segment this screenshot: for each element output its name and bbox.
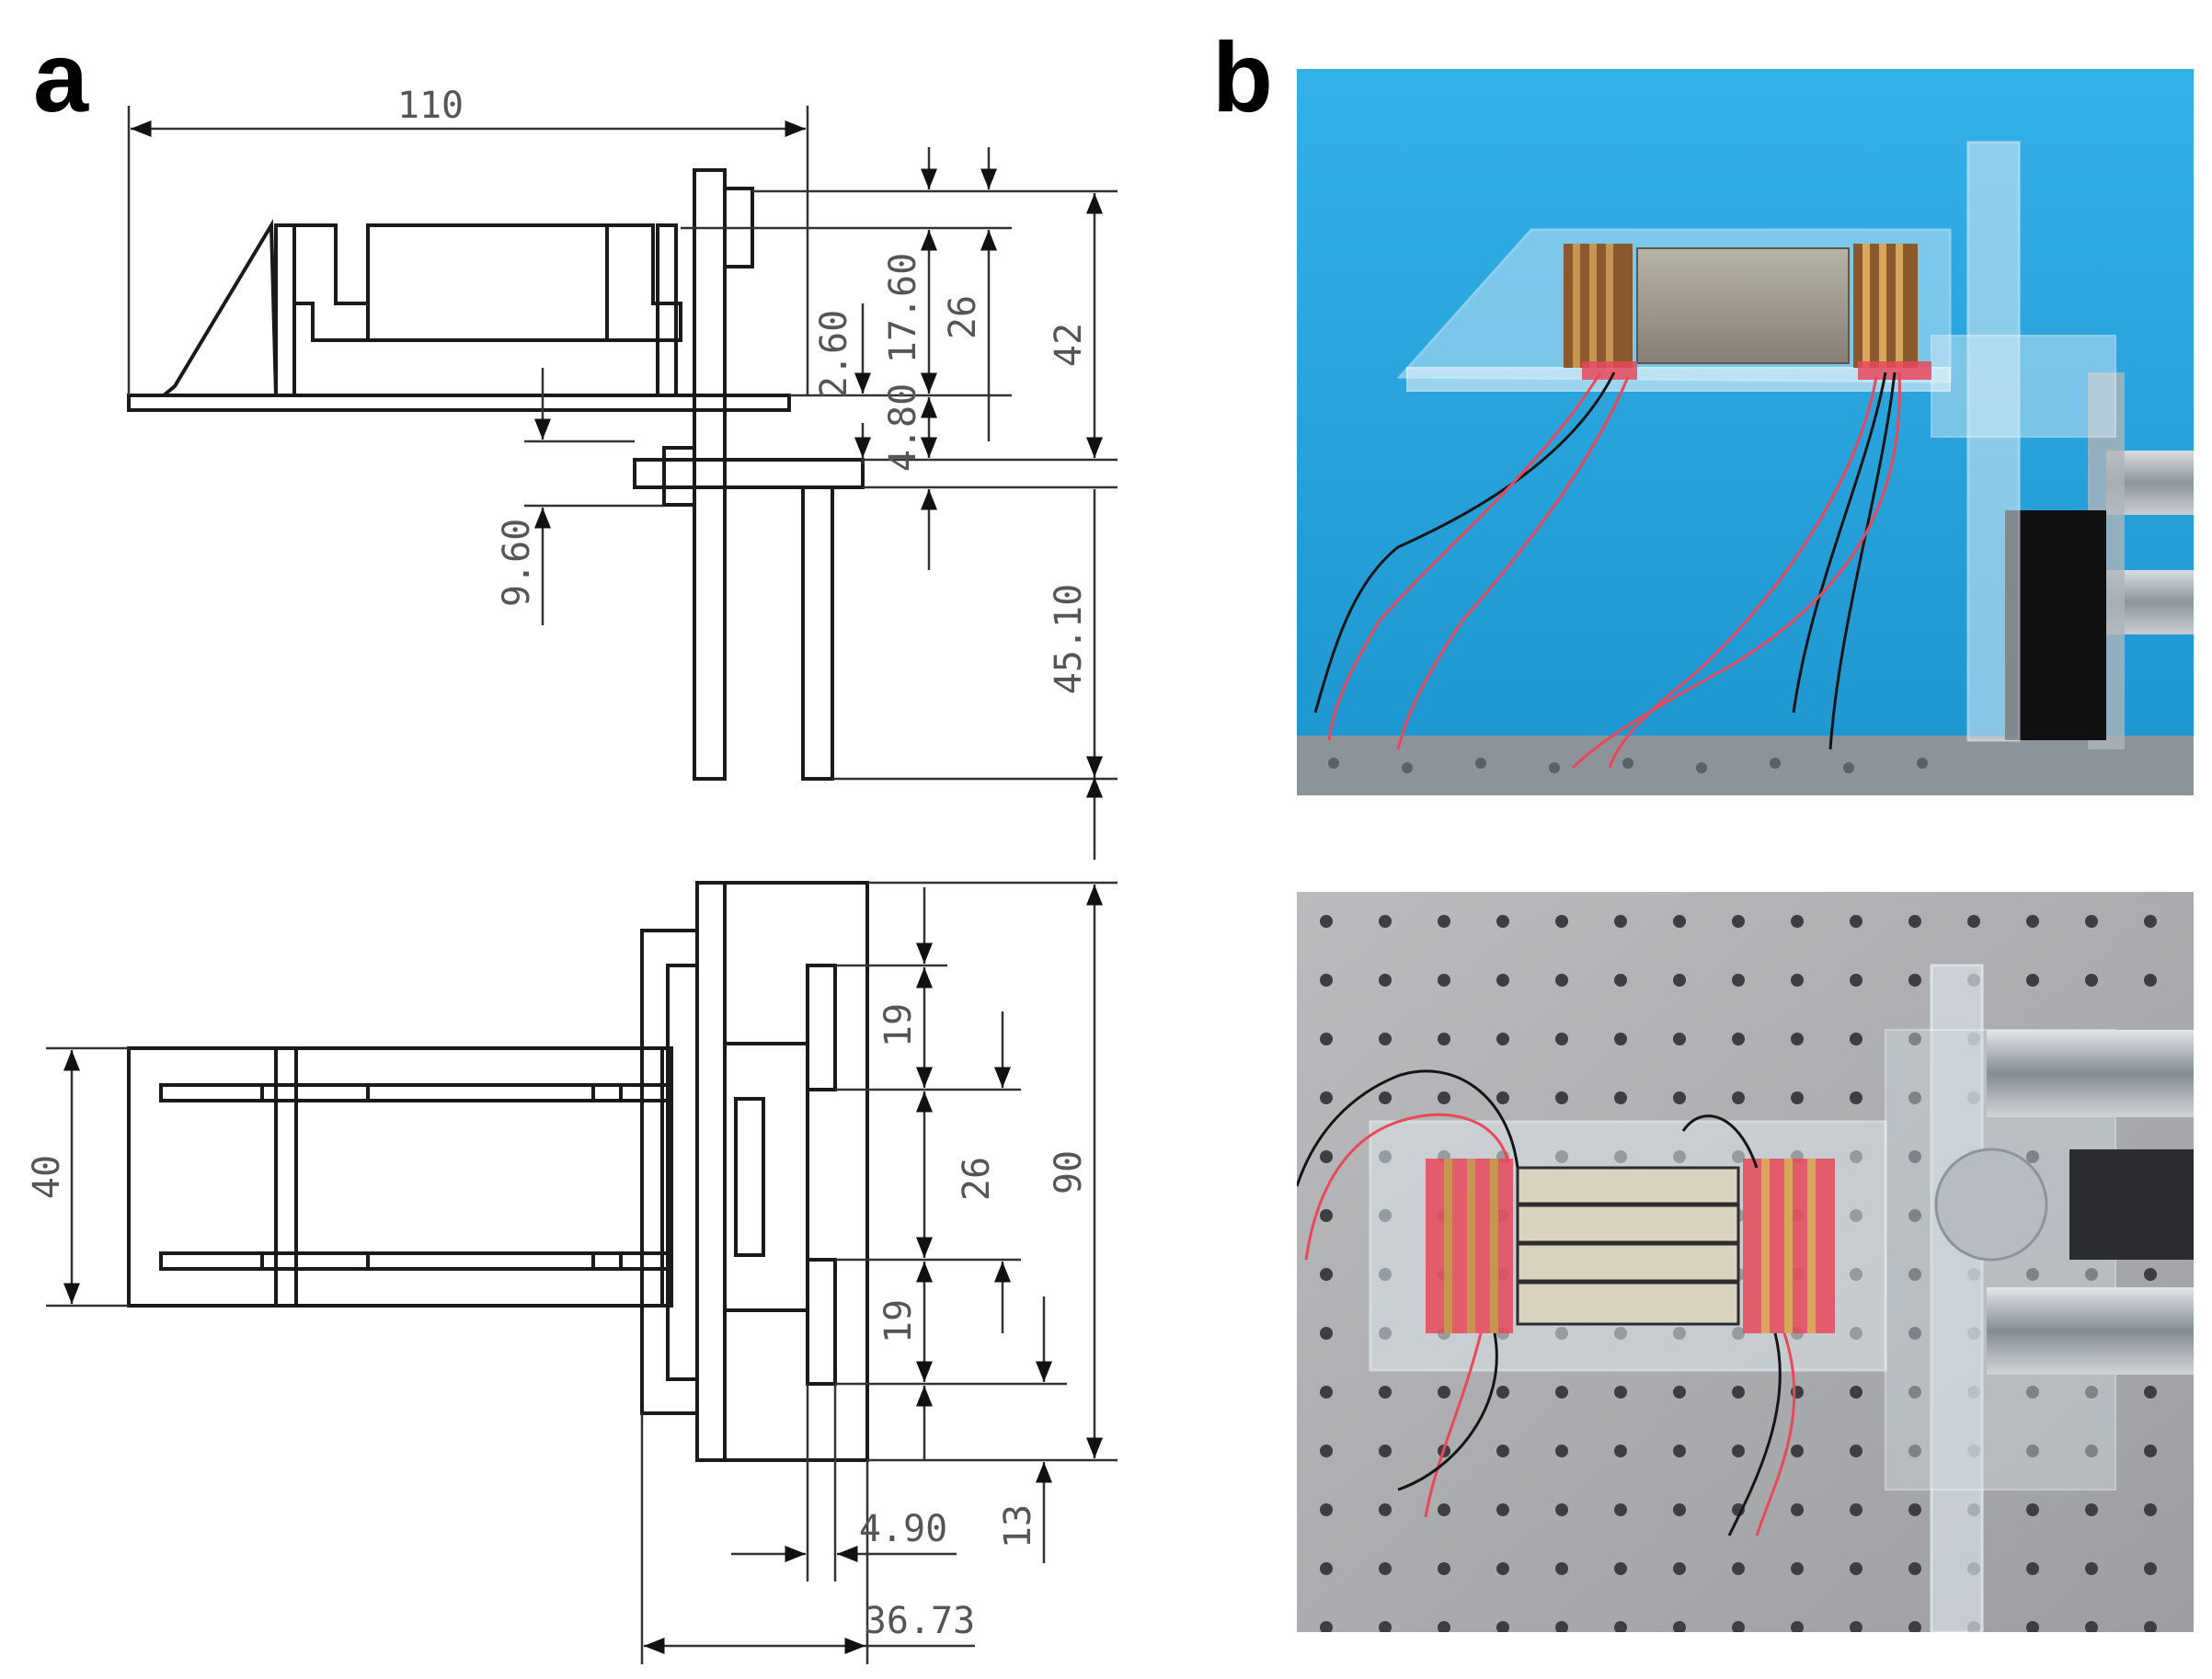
dim-label-26-top: 26	[942, 295, 984, 339]
top-clip	[260, 1083, 370, 1102]
photo-top-view	[1297, 892, 2194, 1632]
dim-label-13: 13	[997, 1504, 1039, 1548]
top-mount-slot	[734, 1097, 765, 1257]
side-base-plate	[127, 394, 791, 412]
dim-label-90: 90	[1048, 1150, 1090, 1194]
side-bracket	[633, 458, 865, 489]
top-tab-upper	[806, 964, 837, 1091]
top-mount-inner	[723, 1042, 809, 1312]
top-rail-upper	[159, 1083, 673, 1102]
top-mount-plate	[695, 881, 727, 1462]
side-slope-block	[158, 219, 279, 397]
side-view	[127, 168, 865, 781]
dim-label-45-10: 45.10	[1048, 584, 1090, 694]
dim-label-110: 110	[397, 85, 464, 127]
top-clip	[591, 1083, 623, 1102]
side-left-clamp	[292, 223, 370, 342]
side-leg	[801, 485, 834, 781]
top-rail-lower	[159, 1251, 673, 1271]
top-clip	[260, 1251, 370, 1271]
panel-label-b: b	[1212, 21, 1273, 132]
dim-label-9-60: 9.60	[496, 519, 538, 607]
dim-label-40: 40	[26, 1155, 68, 1199]
top-cross-bar	[274, 1046, 298, 1308]
dim-label-42: 42	[1048, 323, 1090, 367]
top-body	[127, 1046, 673, 1308]
side-magnet-block	[366, 223, 609, 342]
dim-label-26: 26	[956, 1157, 998, 1201]
top-clip	[591, 1251, 623, 1271]
side-left-post	[274, 223, 296, 397]
dim-label-36-73: 36.73	[865, 1600, 975, 1642]
dim-label-19-lower: 19	[877, 1299, 920, 1343]
side-right-post	[656, 223, 678, 397]
dim-label-17-60: 17.60	[882, 253, 924, 363]
side-view-dimensions	[127, 106, 1117, 860]
top-view-dimensions	[46, 881, 1117, 1664]
top-view	[127, 881, 869, 1462]
photo-side-view-image	[1297, 69, 2194, 795]
dim-label-19-upper: 19	[877, 1003, 920, 1047]
side-bracket-nut	[662, 446, 696, 507]
panel-label-a: a	[33, 21, 89, 132]
dimension-labels: 110 17.60 26 2.60 4.80 42 45.10 9.60 40 …	[26, 85, 1090, 1642]
dim-label-2-60: 2.60	[813, 310, 855, 398]
technical-drawing: 110 17.60 26 2.60 4.80 42 45.10 9.60 40 …	[26, 85, 1117, 1664]
side-mount-plate	[693, 168, 727, 781]
top-tab-lower	[806, 1258, 837, 1386]
photo-top-view-image	[1297, 892, 2194, 1632]
side-right-clamp	[605, 223, 682, 342]
dim-label-4-90: 4.90	[859, 1508, 947, 1550]
top-mount-block	[723, 881, 869, 1462]
photo-side-view	[1297, 69, 2194, 795]
dim-label-4-80: 4.80	[882, 383, 924, 472]
